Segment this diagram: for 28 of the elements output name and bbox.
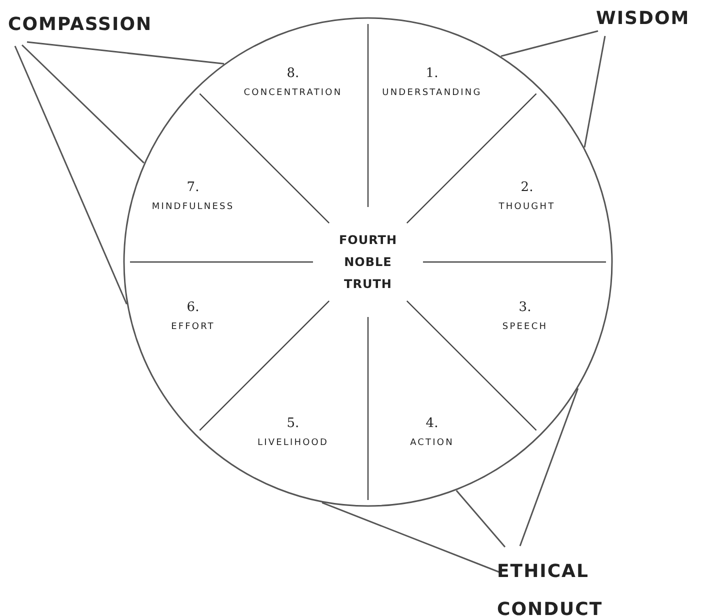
step-number: 2. bbox=[520, 180, 534, 195]
group-label: WISDOM bbox=[596, 8, 690, 29]
group-label: ETHICAL CONDUCT bbox=[497, 553, 627, 616]
leader-line bbox=[26, 41, 224, 65]
step-number: 8. bbox=[286, 66, 300, 81]
center-title: FOURTH NOBLE TRUTH bbox=[338, 232, 398, 293]
step-name: ACTION bbox=[410, 438, 454, 448]
leader-line bbox=[500, 30, 598, 57]
leader-line bbox=[519, 388, 579, 546]
leader-line bbox=[456, 490, 506, 548]
step-name: SPEECH bbox=[502, 322, 548, 332]
group-label: COMPASSION bbox=[8, 14, 152, 35]
leader-line bbox=[14, 46, 128, 304]
step-number: 5. bbox=[286, 416, 300, 431]
step-number: 4. bbox=[426, 416, 438, 431]
step-number: 1. bbox=[426, 66, 438, 81]
step-name: UNDERSTANDING bbox=[382, 88, 482, 98]
step-name: LIVELIHOOD bbox=[257, 438, 328, 448]
step-name: EFFORT bbox=[171, 322, 215, 332]
step-number: 3. bbox=[518, 300, 532, 315]
step-name: MINDFULNESS bbox=[152, 202, 234, 212]
leader-line bbox=[584, 36, 606, 148]
step-name: THOUGHT bbox=[498, 202, 556, 212]
step-number: 7. bbox=[186, 180, 200, 195]
leader-line bbox=[21, 44, 144, 164]
step-number: 6. bbox=[186, 300, 200, 315]
leader-line bbox=[322, 502, 500, 573]
step-name: CONCENTRATION bbox=[244, 88, 342, 98]
